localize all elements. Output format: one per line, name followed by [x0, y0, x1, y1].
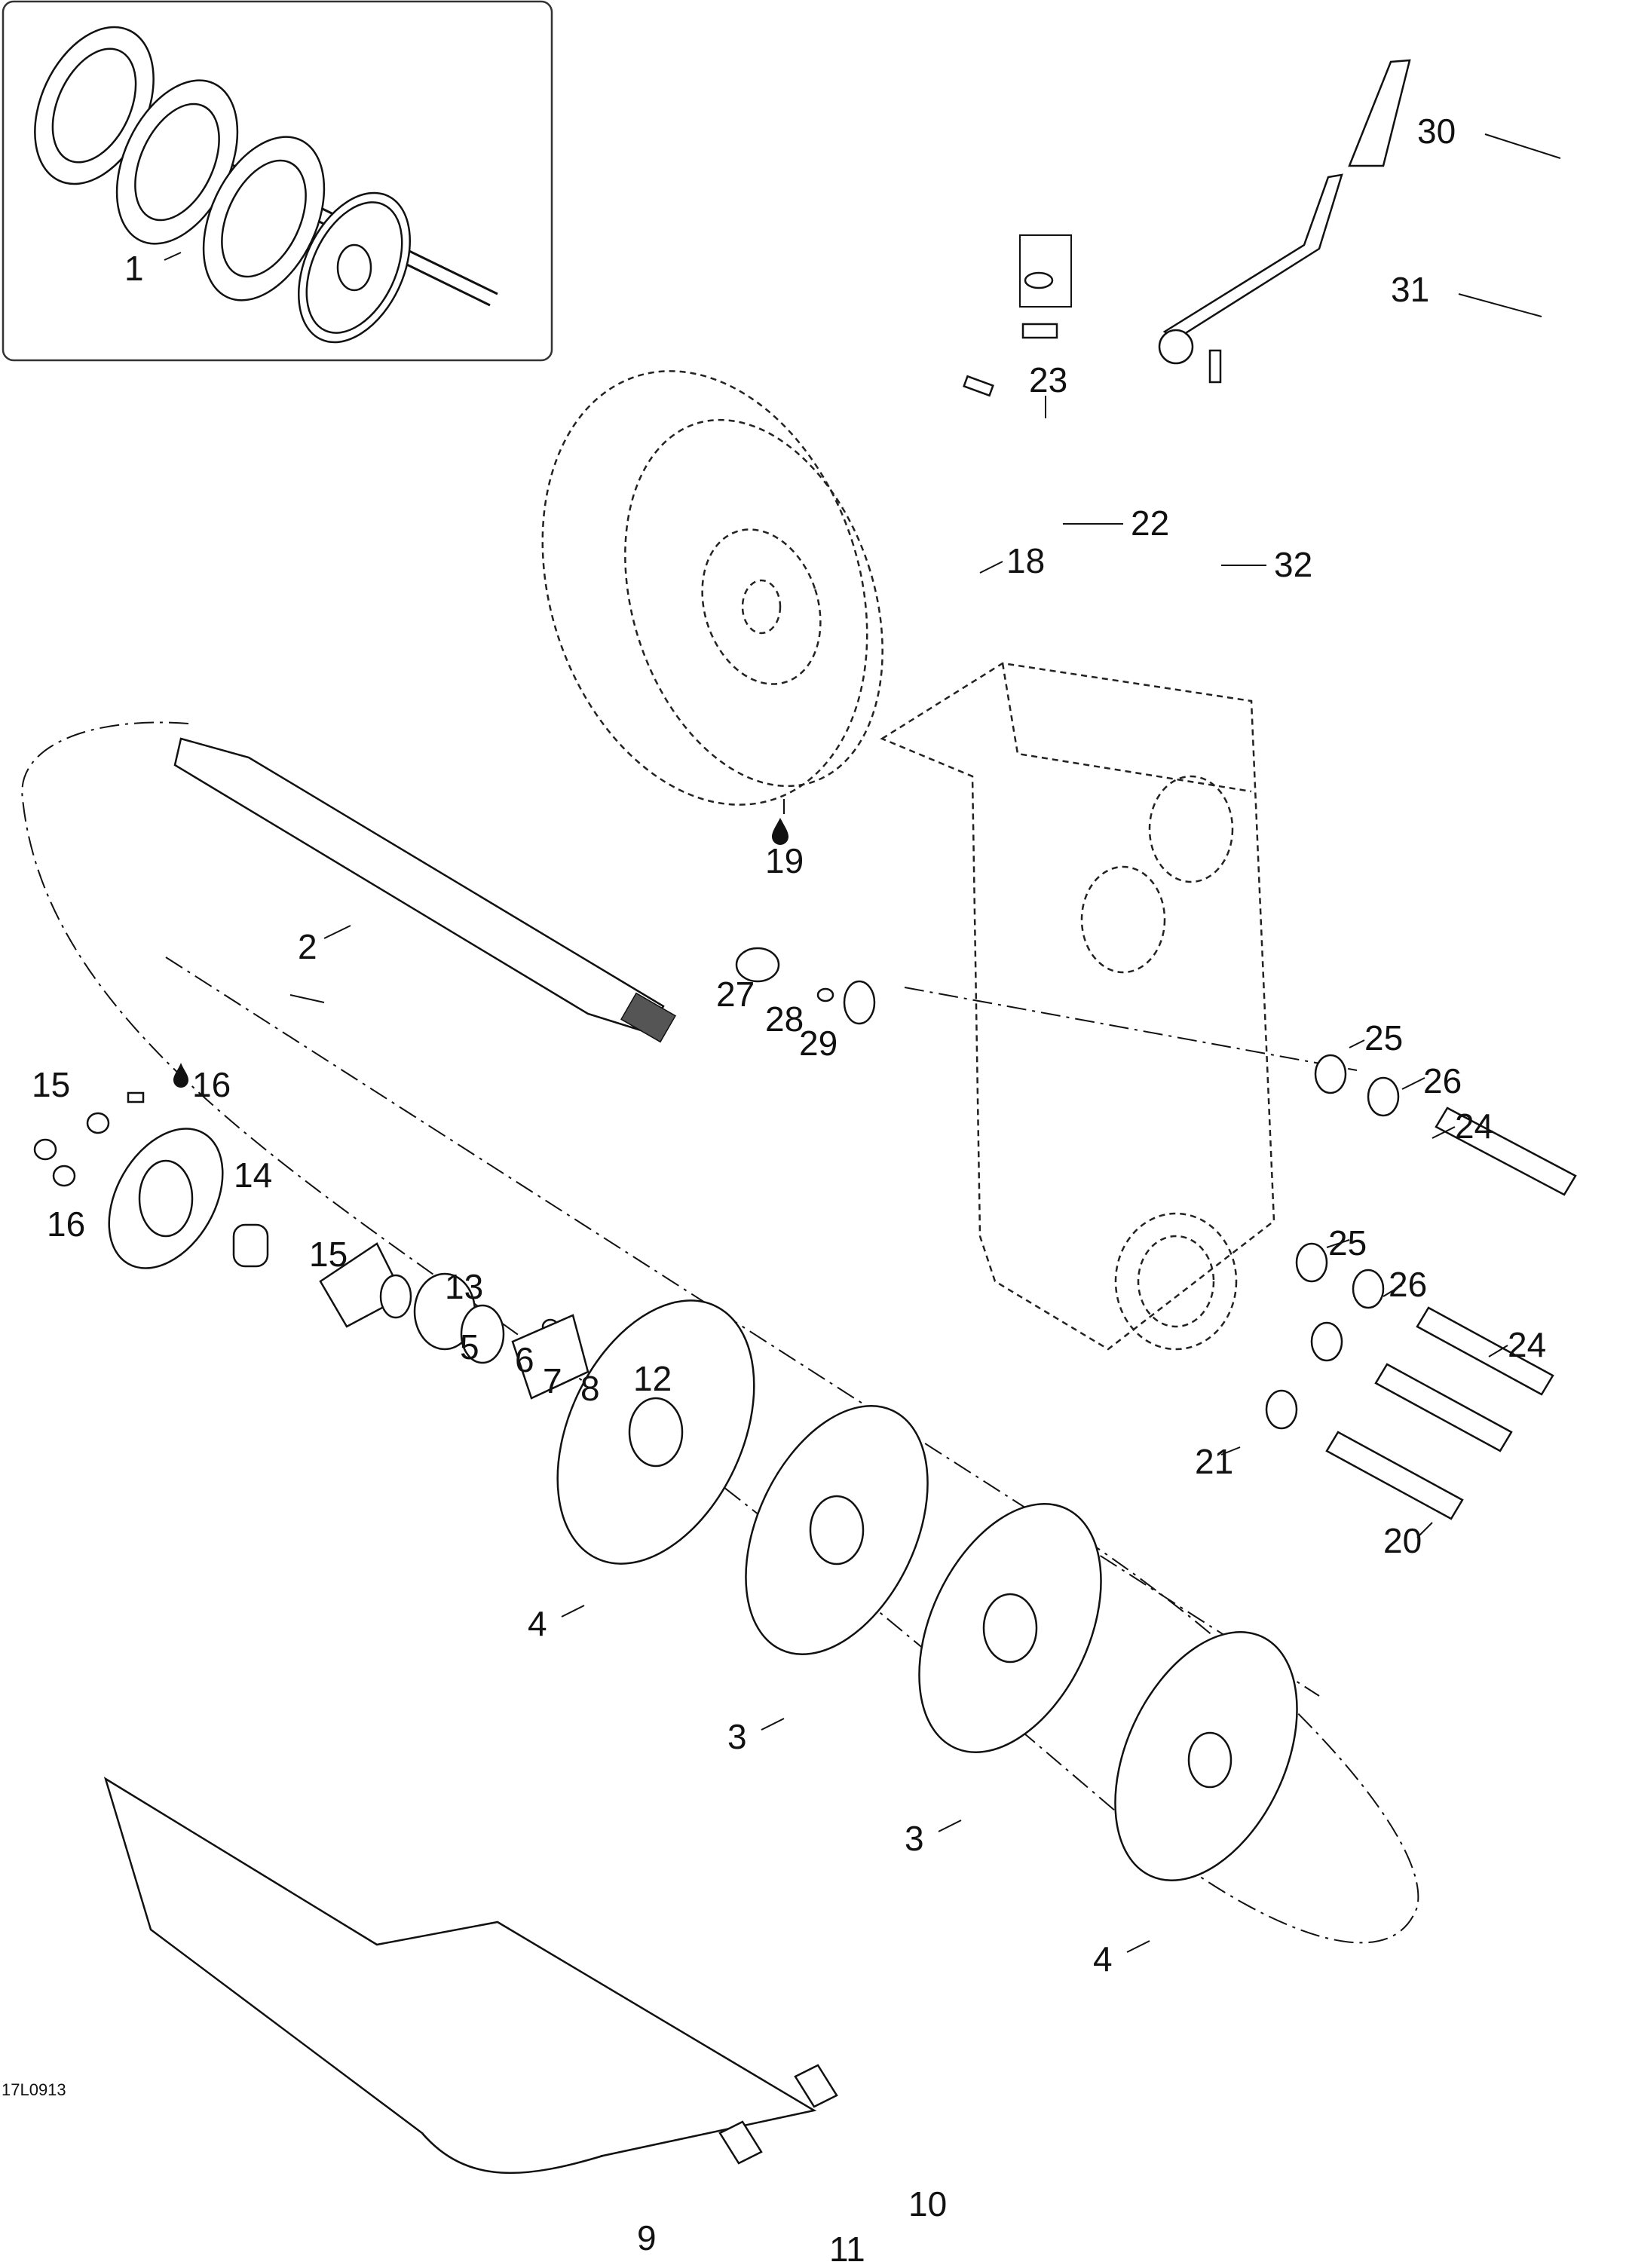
callout-32: 29: [799, 1024, 837, 1063]
cable-clip: [1021, 323, 1058, 339]
callout-10: 10: [908, 2184, 947, 2224]
callout-6: 6: [515, 1340, 534, 1379]
gearbox-reference: [880, 662, 1275, 1351]
callout-24b: 24: [1508, 1325, 1546, 1364]
callout-16: 16: [192, 1065, 231, 1104]
inset-assembly-box: [2, 0, 553, 362]
callout-23: 23: [1029, 360, 1067, 399]
lock-washer-26a: [1367, 1076, 1400, 1117]
washer-21a: [1310, 1321, 1343, 1362]
flat-washer-25b: [1295, 1242, 1328, 1283]
callout-17b: 16: [47, 1204, 85, 1244]
lock-washer-26b: [1352, 1269, 1385, 1309]
callout-29: 30: [1417, 112, 1456, 151]
callout-26b: 26: [1389, 1265, 1427, 1304]
o-ring-28: [816, 987, 834, 1002]
bearing-housing-bore: [138, 1159, 194, 1238]
lubricant-drop-icon: [173, 1063, 188, 1088]
callout-30: 31: [1391, 270, 1429, 309]
callout-labels: 1 30 31 23 22 32 18 19 2 27 28 29 16 15 …: [2, 112, 1546, 2268]
callout-11: 11: [829, 2230, 865, 2268]
pin: [1208, 349, 1222, 384]
callout-5: 5: [460, 1327, 479, 1367]
reverse-lever: [1162, 173, 1343, 341]
callout-15: 15: [309, 1235, 348, 1274]
end-sprocket-left-hub: [628, 1397, 684, 1468]
screw-24a: [1435, 1106, 1577, 1196]
callout-25b: 25: [1328, 1223, 1367, 1263]
idler-wheel-reference: [541, 370, 883, 806]
callout-27: 27: [716, 975, 755, 1014]
end-sprocket-right-hub: [1187, 1731, 1233, 1789]
key: [963, 375, 994, 397]
callout-20: 20: [1383, 1521, 1422, 1560]
circlip: [379, 1274, 412, 1319]
drive-axle-assembly-illustration: [34, 26, 498, 344]
flat-washer-25a: [1314, 1054, 1347, 1094]
lubricant-drop-icon: [772, 818, 789, 845]
gear-centerline: [904, 987, 1358, 1071]
callout-14: 14: [234, 1155, 272, 1195]
cable-tie-box: [1019, 234, 1072, 308]
callout-21: 21: [1195, 1442, 1233, 1481]
nut-17c: [52, 1165, 76, 1187]
callout-3b: 3: [905, 1819, 924, 1858]
speed-sensor-rotor: [232, 1223, 269, 1268]
callout-19: 19: [765, 841, 804, 880]
axle-centerline: [165, 956, 1320, 1697]
screw-24b: [1416, 1306, 1554, 1396]
drawing-code: 17L0913: [2, 2080, 66, 2099]
callout-1: 1: [124, 249, 144, 288]
screw-20b: [1325, 1431, 1464, 1520]
callout-26a: 26: [1423, 1061, 1462, 1100]
callout-31: 32: [1274, 545, 1312, 584]
grease-fitting: [127, 1091, 145, 1103]
callout-3a: 3: [727, 1717, 747, 1756]
track: [103, 1777, 817, 2175]
callout-7: 7: [543, 1361, 562, 1400]
nut-17a: [86, 1112, 110, 1134]
sprocket-2-hub: [982, 1593, 1038, 1664]
callout-28: 28: [765, 999, 804, 1039]
callout-17a: 15: [32, 1065, 70, 1104]
washer-21b: [1265, 1389, 1298, 1430]
callout-13: 13: [445, 1267, 483, 1306]
callout-22: 22: [1131, 503, 1169, 543]
sprocket-1-hub: [809, 1495, 865, 1566]
nut-27: [735, 947, 780, 983]
callout-24a: 24: [1455, 1106, 1493, 1146]
screw-20a: [1374, 1363, 1513, 1452]
seal: [460, 1304, 505, 1364]
callout-25a: 25: [1364, 1018, 1403, 1057]
callout-8: 8: [580, 1369, 600, 1408]
gear-32: [843, 980, 876, 1025]
callout-4b: 4: [1093, 1939, 1113, 1979]
drive-axle: [173, 737, 677, 1043]
cable-tie: [1024, 271, 1054, 289]
reverse-lever-end: [1158, 329, 1194, 365]
callout-4a: 4: [528, 1604, 547, 1643]
grip: [1348, 59, 1411, 167]
nut-17b: [33, 1138, 57, 1161]
gasket: [511, 1314, 589, 1400]
callout-leaders: [289, 133, 1561, 1953]
callout-12: 12: [633, 1359, 672, 1398]
callout-18: 18: [1006, 541, 1045, 580]
callout-2: 2: [298, 927, 317, 966]
track-clip-10: [794, 2064, 838, 2108]
track-clip-11: [718, 2120, 763, 2165]
callout-9: 9: [637, 2218, 657, 2257]
